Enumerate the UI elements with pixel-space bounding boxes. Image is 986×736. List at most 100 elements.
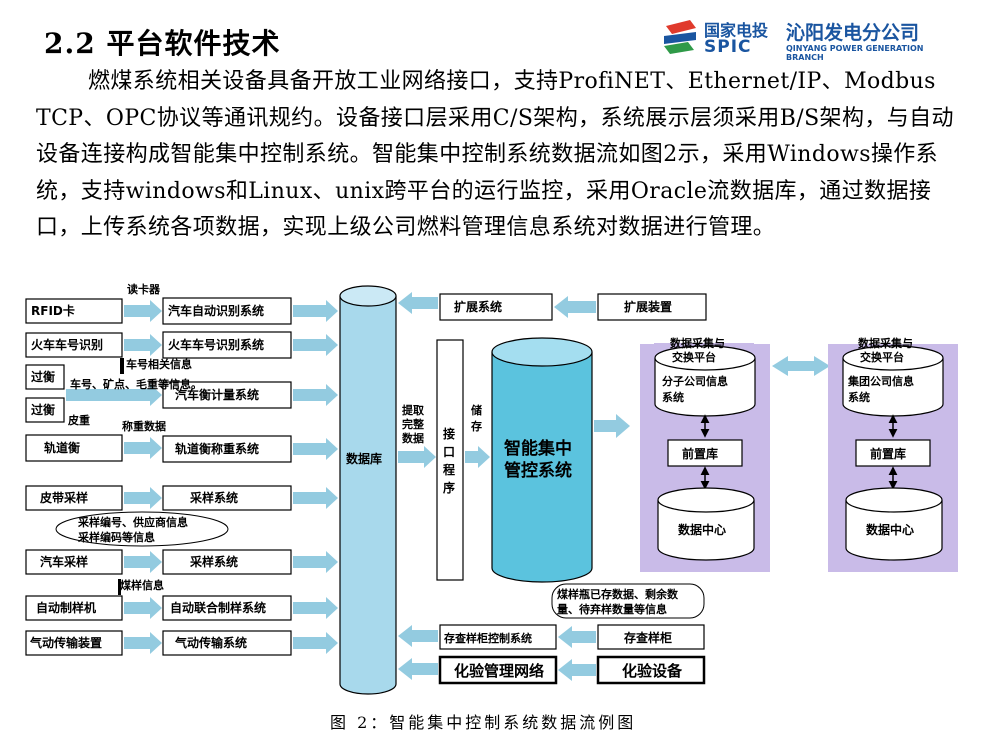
device-label: 汽车采样 [40, 554, 88, 569]
device-label: 火车车号识别 [31, 337, 103, 352]
device-box [25, 595, 123, 621]
fetch-arrow [398, 446, 436, 468]
flow-label: 车号、矿点、毛重等信息。 [70, 377, 202, 391]
ext-arrow [398, 292, 438, 314]
system-box [162, 549, 292, 575]
system-db-arrows [293, 300, 338, 654]
system-label: 汽车自动识别系统 [168, 303, 264, 318]
device-box [25, 364, 65, 390]
interface-label-4: 序 [443, 480, 455, 495]
system-box [162, 435, 292, 463]
device-label: 过衡 [31, 402, 55, 417]
cabinet-box [597, 624, 705, 650]
device-label: 轨道衡 [44, 440, 80, 455]
extension-system-box [439, 293, 553, 321]
cabinet-system-label: 存查样柜控制系统 [444, 631, 532, 645]
database-cylinder [339, 285, 397, 695]
store-label-1: 储 [471, 403, 482, 417]
lab-network-box [438, 655, 558, 685]
system-label: 轨道衡称重系统 [175, 441, 259, 456]
cabinet-arrow [558, 626, 596, 648]
system-box [162, 331, 292, 359]
logo-org-en: SPIC [704, 37, 752, 57]
center-cylinder [491, 337, 593, 583]
ext-arrow [554, 296, 596, 318]
system-label: 自动联合制样系统 [170, 600, 266, 615]
system-box [162, 381, 292, 409]
device-box [25, 630, 123, 656]
spic-logo-icon [664, 20, 696, 54]
logo-org-cn: 国家电投 [704, 21, 769, 40]
panel-left-title-2: 交换平台 [672, 350, 716, 364]
device-box [25, 332, 123, 358]
center-label-2: 管控系统 [504, 460, 572, 481]
panel-right-center-cylinder [845, 500, 943, 561]
bottle-info-1: 煤样瓶已存数据、剩余数 [557, 587, 679, 601]
flow-label: 采样编号、供应商信息 [77, 515, 188, 529]
panel-left-front-box [667, 439, 743, 467]
extension-device-label: 扩展装置 [624, 299, 672, 314]
figure-caption: 图 2：智能集中控制系统数据流例图 [330, 713, 637, 732]
device-label: 皮带采样 [39, 490, 88, 505]
device-boxes [25, 298, 123, 656]
system-label: 采样系统 [189, 490, 238, 505]
flow-label: 读卡器 [127, 282, 161, 296]
panel-right-info-1: 集团公司信息 [847, 374, 914, 388]
section-title: 2.2 平台软件技术 [44, 27, 281, 60]
panel-left-center-cylinder [657, 500, 755, 561]
flow-connector [118, 579, 121, 595]
interface-box [436, 339, 464, 581]
panel-right-front-box [855, 439, 931, 467]
cabinet-arrow [398, 625, 438, 647]
logo-company-cn: 沁阳发电分公司 [786, 22, 920, 44]
body-paragraph: 燃煤系统相关设备具备开放工业网络接口，支持ProfiNET、Ethernet/I… [36, 69, 954, 241]
fetch-label-2: 完整 [402, 417, 424, 431]
system-label: 火车车号识别系统 [168, 337, 264, 352]
store-label-2: 存 [471, 419, 482, 433]
lab-equipment-label: 化验设备 [622, 662, 683, 680]
company-logo: 国家电投 SPIC 沁阳发电分公司 QINYANG POWER GENERATI… [660, 14, 960, 62]
device-box [25, 434, 123, 462]
lab-arrow [558, 659, 596, 681]
system-label: 汽车衡计量系统 [175, 387, 259, 402]
fetch-label-3: 数据 [402, 431, 424, 445]
flow-label: 采样编码等信息 [77, 530, 155, 544]
device-box [25, 485, 123, 511]
flow-label: 煤样信息 [120, 578, 164, 592]
system-boxes [162, 297, 292, 656]
system-box [162, 595, 292, 621]
panel-left-center-label: 数据中心 [678, 522, 726, 537]
system-box [162, 630, 292, 656]
flow-label: 称重数据 [122, 419, 166, 433]
extension-system-label: 扩展系统 [454, 299, 502, 314]
lab-equipment-box [596, 655, 706, 685]
bottle-info-2: 量、待弃样数量等信息 [557, 602, 667, 616]
store-arrow [465, 446, 490, 468]
center-label-1: 智能集中 [504, 438, 572, 459]
system-box [162, 297, 292, 325]
device-box [25, 298, 123, 324]
interface-label-2: 口 [443, 445, 455, 459]
device-box [25, 397, 65, 423]
cabinet-label: 存查样柜 [623, 630, 672, 645]
bottle-info-bubble [551, 583, 705, 619]
sample-info-ellipse [55, 511, 229, 547]
flow-connector [120, 358, 124, 374]
device-label: RFID卡 [31, 303, 75, 318]
panel-link-arrow [772, 356, 830, 376]
panel-left-info-1: 分子公司信息 [662, 374, 728, 388]
system-box [162, 485, 292, 511]
database-label: 数据库 [346, 451, 382, 466]
panel-left-title-1: 数据采集与 [670, 336, 725, 350]
flow-label: 皮重 [67, 413, 90, 427]
flow-label: 车号相关信息 [126, 357, 192, 371]
panel-right-title-1: 数据采集与 [858, 336, 913, 350]
logo-company-en: QINYANG POWER GENERATION BRANCH [786, 44, 924, 62]
panel-right-info-2: 系统 [848, 390, 870, 404]
cabinet-system-box [439, 624, 557, 650]
system-label: 采样系统 [189, 554, 238, 569]
lab-network-label: 化验管理网络 [454, 662, 544, 680]
panel-right-title-2: 交换平台 [860, 350, 904, 364]
interface-label-3: 程 [443, 462, 455, 477]
panel-left-info-2: 系统 [662, 390, 684, 404]
